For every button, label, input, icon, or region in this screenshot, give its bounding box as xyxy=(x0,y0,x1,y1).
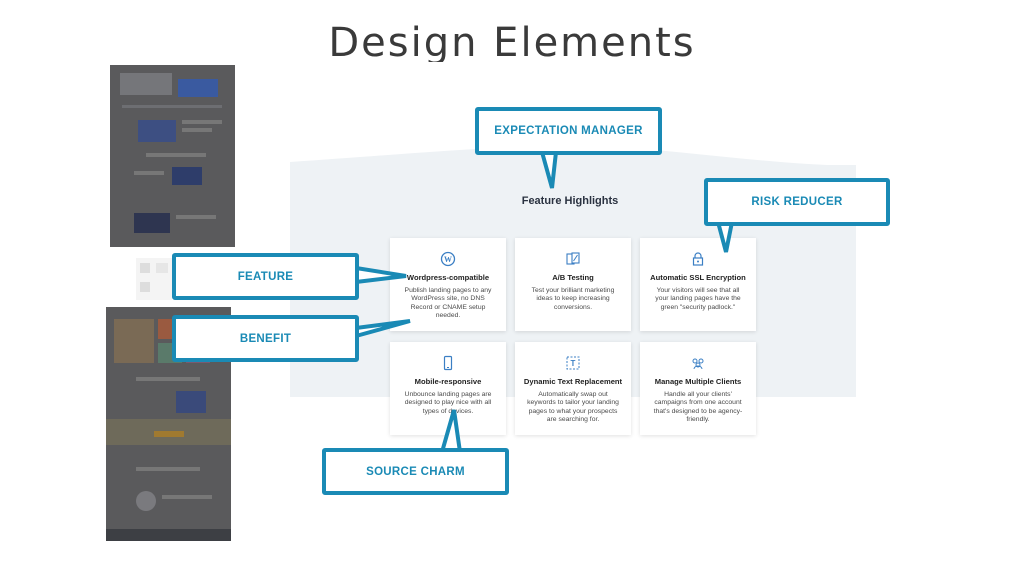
expectation-pointer xyxy=(540,151,558,189)
callout-benefit: BENEFIT xyxy=(172,315,359,362)
svg-text:W: W xyxy=(444,255,452,264)
callout-risk-reducer: RISK REDUCER xyxy=(704,178,890,226)
feature-card-ab-testing: A/B Testing Test your brilliant marketin… xyxy=(515,238,631,331)
page-thumbnail-bottom xyxy=(106,307,231,541)
card-title: Dynamic Text Replacement xyxy=(523,377,623,386)
callout-expectation-manager: EXPECTATION MANAGER xyxy=(475,107,662,155)
clients-icon xyxy=(692,358,704,370)
card-title: Wordpress-compatible xyxy=(406,273,490,282)
feature-card-ssl: Automatic SSL Encryption Your visitors w… xyxy=(640,238,756,331)
page-thumbnail-top xyxy=(110,65,235,247)
card-title: Mobile-responsive xyxy=(414,377,482,386)
card-description: Publish landing pages to any WordPress s… xyxy=(404,287,492,320)
section-heading: Feature Highlights xyxy=(521,195,619,207)
source-pointer xyxy=(440,409,462,453)
page-thumbnail-middle xyxy=(136,258,172,300)
callout-feature: FEATURE xyxy=(172,253,359,300)
ab-test-icon xyxy=(566,252,580,265)
card-description: Test your brilliant marketing ideas to k… xyxy=(531,287,615,311)
padlock-icon xyxy=(692,252,704,266)
card-title: A/B Testing xyxy=(552,273,594,282)
feature-pointer xyxy=(355,266,407,284)
feature-card-mobile: Mobile-responsive Unbounce landing pages… xyxy=(390,342,506,435)
risk-pointer xyxy=(716,221,734,253)
card-description: Handle all your clients' campaigns from … xyxy=(653,391,743,424)
benefit-pointer xyxy=(355,319,411,338)
callout-source-charm: SOURCE CHARM xyxy=(322,448,509,495)
section-wave xyxy=(290,145,856,170)
feature-card-dynamic-text: T Dynamic Text Replacement Automatically… xyxy=(515,342,631,435)
feature-card-wordpress: W Wordpress-compatible Publish landing p… xyxy=(390,238,506,331)
feature-card-multiple-clients: Manage Multiple Clients Handle all your … xyxy=(640,342,756,435)
card-description: Unbounce landing pages are designed to p… xyxy=(404,391,492,415)
slide-title: Design Elements xyxy=(328,20,696,62)
card-description: Automatically swap out keywords to tailo… xyxy=(527,391,619,424)
svg-text:T: T xyxy=(571,359,576,368)
card-title: Manage Multiple Clients xyxy=(654,377,742,386)
card-title: Automatic SSL Encryption xyxy=(650,273,746,282)
wordpress-icon: W xyxy=(440,251,456,267)
mobile-icon xyxy=(443,355,453,371)
card-description: Your visitors will see that all your lan… xyxy=(655,287,741,311)
text-replace-icon: T xyxy=(566,356,580,370)
